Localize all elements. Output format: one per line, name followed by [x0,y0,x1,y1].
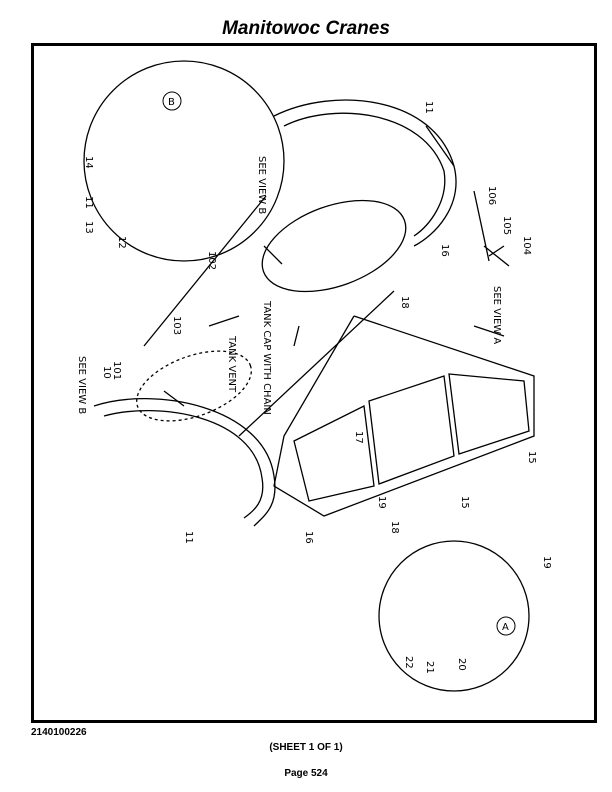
strap-upper [273,99,457,247]
callout-15: 15 [526,451,537,464]
view-a-marker [496,616,516,636]
tank-end-back [136,350,252,422]
strap-lower [93,398,276,527]
callout-102: 102 [206,251,217,270]
step-tread-2 [368,375,455,485]
callout-12: 12 [116,236,127,249]
part-number: 2140100226 [31,727,87,738]
callout-103: 103 [171,316,182,335]
view-b-circle [83,60,285,262]
note-see-view-b: SEE VIEW B [76,356,87,414]
callout-10: 10 [101,366,112,379]
callout-17: 17 [353,431,364,444]
callout-19: 19 [541,556,552,569]
callout-16: 16 [303,531,314,544]
view-b-label: B [168,97,175,108]
tank-end-front [261,199,407,293]
callout-105: 105 [501,216,512,235]
callout-11: 11 [183,531,194,544]
callout-21: 21 [424,661,435,674]
callout-13: 13 [83,221,94,234]
callout-22: 22 [403,656,414,669]
note-see-view-a: SEE VIEW A [491,286,502,344]
leader-lines [163,125,505,407]
callout-18: 18 [389,521,400,534]
tank-body [143,195,395,437]
step-tread-1 [293,405,375,502]
parts-diagram: B A 11 11 14 11 13 12 102 103 10 101 106… [76,60,552,692]
note-see-view-b: SEE VIEW B [256,156,267,214]
callout-11: 11 [83,196,94,209]
step-tread-3 [448,373,530,455]
callout-104: 104 [521,236,532,255]
callout-20: 20 [456,658,467,671]
fitting-104-106 [473,190,510,267]
callout-16: 16 [439,244,450,257]
page-title: Manitowoc Cranes [222,18,390,39]
view-a-circle [378,540,530,692]
callout-101: 101 [111,361,122,380]
callout-15: 15 [459,496,470,509]
callout-106: 106 [486,186,497,205]
callout-19: 19 [376,496,387,509]
page-number: Page 524 [284,768,328,779]
strap-upper-inner [283,112,446,237]
callout-18: 18 [399,296,410,309]
strap-lower-inner [103,410,264,519]
callout-11: 11 [423,101,434,114]
callout-14: 14 [83,156,94,169]
drawing-frame: B A 11 11 14 11 13 12 102 103 10 101 106… [31,43,597,723]
note-tank-vent: TANK VENT [226,335,237,393]
view-a-label: A [502,622,509,633]
view-b-marker [162,91,182,111]
step-frame [273,315,535,517]
note-tank-cap: TANK CAP WITH CHAIN [261,300,272,415]
sheet-label: (SHEET 1 OF 1) [269,742,343,753]
